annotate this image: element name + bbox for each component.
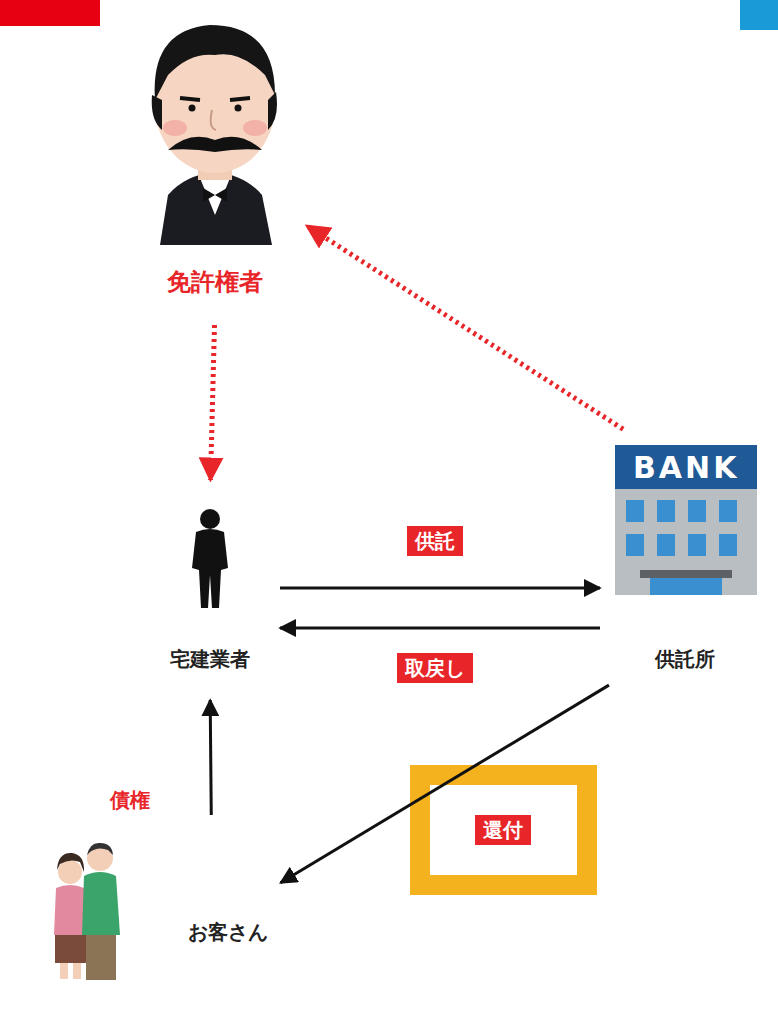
node-label: 宅建業者	[170, 647, 250, 672]
node-label: 供託所	[655, 647, 715, 672]
corner-tab	[0, 0, 100, 26]
agent-silhouette	[192, 509, 228, 608]
connector	[211, 325, 215, 480]
customer-couple	[54, 843, 120, 980]
connector	[280, 626, 600, 629]
licensor-figure	[152, 25, 277, 245]
connector	[281, 685, 609, 883]
bank-building	[615, 445, 757, 595]
node-label: お客さん	[188, 920, 268, 945]
node-box: お客さん	[40, 835, 272, 985]
connector	[210, 700, 211, 815]
connector	[280, 587, 600, 590]
edge-label: 債権	[110, 787, 150, 813]
node-box: 宅建業者	[150, 500, 270, 680]
highlight-frame	[420, 775, 587, 885]
node-box: 免許権者	[140, 5, 290, 305]
edge-label: 取戻し	[397, 653, 473, 683]
corner-tab	[740, 0, 778, 30]
edge-label: 還付	[475, 815, 531, 845]
edge-label: 供託	[407, 526, 463, 556]
sign-text: BANK	[633, 450, 739, 485]
node-label: 免許権者	[167, 267, 263, 297]
connector	[307, 226, 623, 429]
